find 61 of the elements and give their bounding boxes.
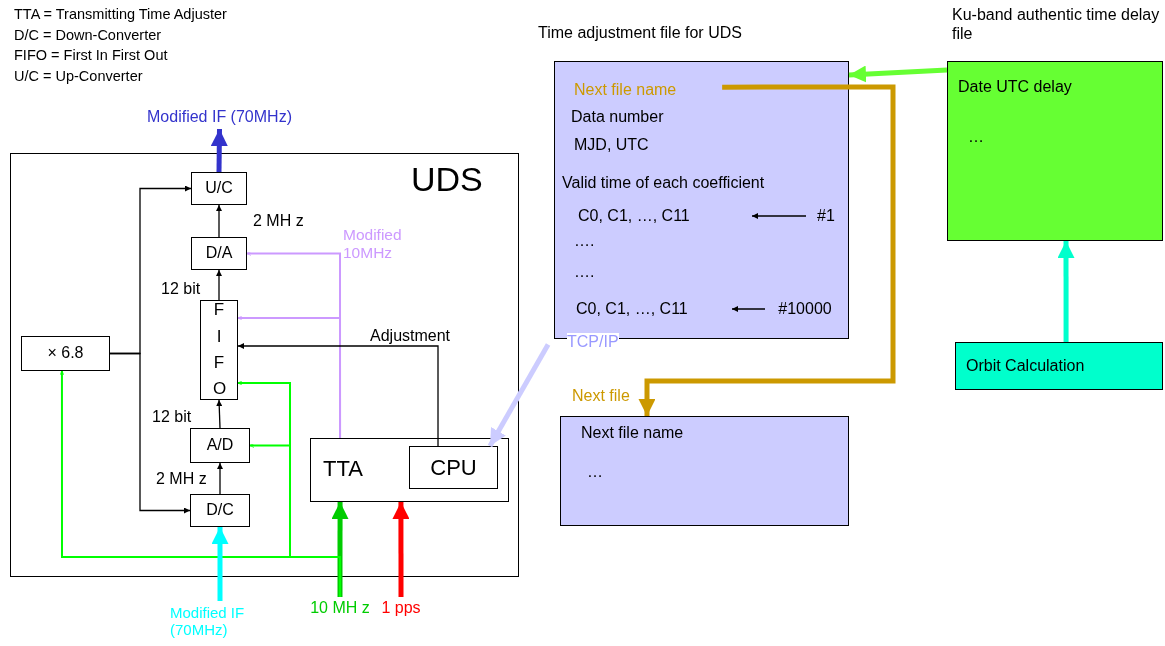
- block-box: [310, 438, 509, 502]
- connector-arrow: [1057, 241, 1075, 342]
- file-field: Date UTC delay: [958, 78, 1072, 97]
- block-box: [21, 336, 110, 371]
- index-label: #10000: [765, 296, 845, 322]
- index-label: #1: [806, 203, 846, 229]
- block-label: F I F O: [213, 299, 225, 401]
- edge-label: Adjustment: [370, 327, 451, 346]
- block-box: [190, 494, 250, 527]
- coefficient-row: C0, C1, …, C11: [568, 203, 752, 229]
- abbreviation-note: D/C = Down-Converter: [14, 25, 163, 45]
- block-box: [191, 172, 247, 205]
- block-label: Orbit Calculation: [966, 356, 1085, 376]
- connector-arrow: [210, 128, 228, 173]
- connector-arrow: [731, 306, 766, 312]
- file-field: Data number: [571, 108, 664, 127]
- connector-arrow: [331, 502, 349, 597]
- connector-arrow: [249, 443, 341, 598]
- connector-arrow: [237, 315, 342, 439]
- panel-title: Time adjustment file for UDS: [538, 24, 742, 43]
- file-field: Valid time of each coefficient: [562, 174, 765, 193]
- connector-arrow: [216, 399, 223, 429]
- abbreviation-note: FIFO = First In First Out: [14, 46, 169, 65]
- connector-arrow: [217, 462, 223, 495]
- block-label: D/A: [205, 244, 233, 263]
- coefficient-row: C0, C1, …, C11: [566, 296, 732, 322]
- block-label: UDS: [411, 160, 483, 200]
- signal-label: Modified IF (70MHz): [137, 105, 302, 129]
- block-label: CPU: [430, 454, 477, 481]
- abbreviation-note: U/C = Up-Converter: [14, 66, 144, 86]
- file-field: MJD, UTC: [574, 136, 649, 155]
- connector-arrow: [211, 527, 229, 601]
- block-label: TTA: [323, 456, 363, 482]
- connector-arrow: [109, 352, 191, 514]
- file-field: Next file name: [574, 81, 677, 100]
- signal-label: Modified IF (70MHz): [160, 601, 280, 641]
- connector-arrow: [487, 343, 551, 448]
- block-label: A/D: [206, 436, 234, 455]
- ellipsis: ….: [574, 263, 595, 282]
- block-label: U/C: [205, 179, 233, 198]
- connector-arrow: [638, 84, 896, 416]
- ellipsis: …: [587, 463, 603, 482]
- block-label: × 6.8: [47, 344, 84, 363]
- block-box: [191, 237, 247, 270]
- panel-title: Ku-band authentic time delay file: [952, 5, 1161, 44]
- connector-arrow: [848, 65, 948, 83]
- connector-arrow: [392, 502, 410, 597]
- connector-arrow: [216, 204, 222, 238]
- block-label: D/C: [206, 501, 234, 520]
- connector-arrow: [751, 213, 807, 219]
- file-box: [560, 416, 849, 526]
- process-box: [955, 342, 1163, 390]
- ellipsis: ….: [574, 232, 595, 251]
- ellipsis: …: [968, 128, 984, 147]
- connector-arrow: [216, 269, 222, 301]
- abbreviation-note: TTA = Transmitting Time Adjuster: [14, 5, 227, 24]
- file-field: Next file name: [581, 424, 684, 443]
- block-box: [190, 428, 250, 463]
- connector-arrow: [237, 343, 439, 447]
- block-box: [409, 446, 498, 489]
- block-box: [200, 300, 238, 400]
